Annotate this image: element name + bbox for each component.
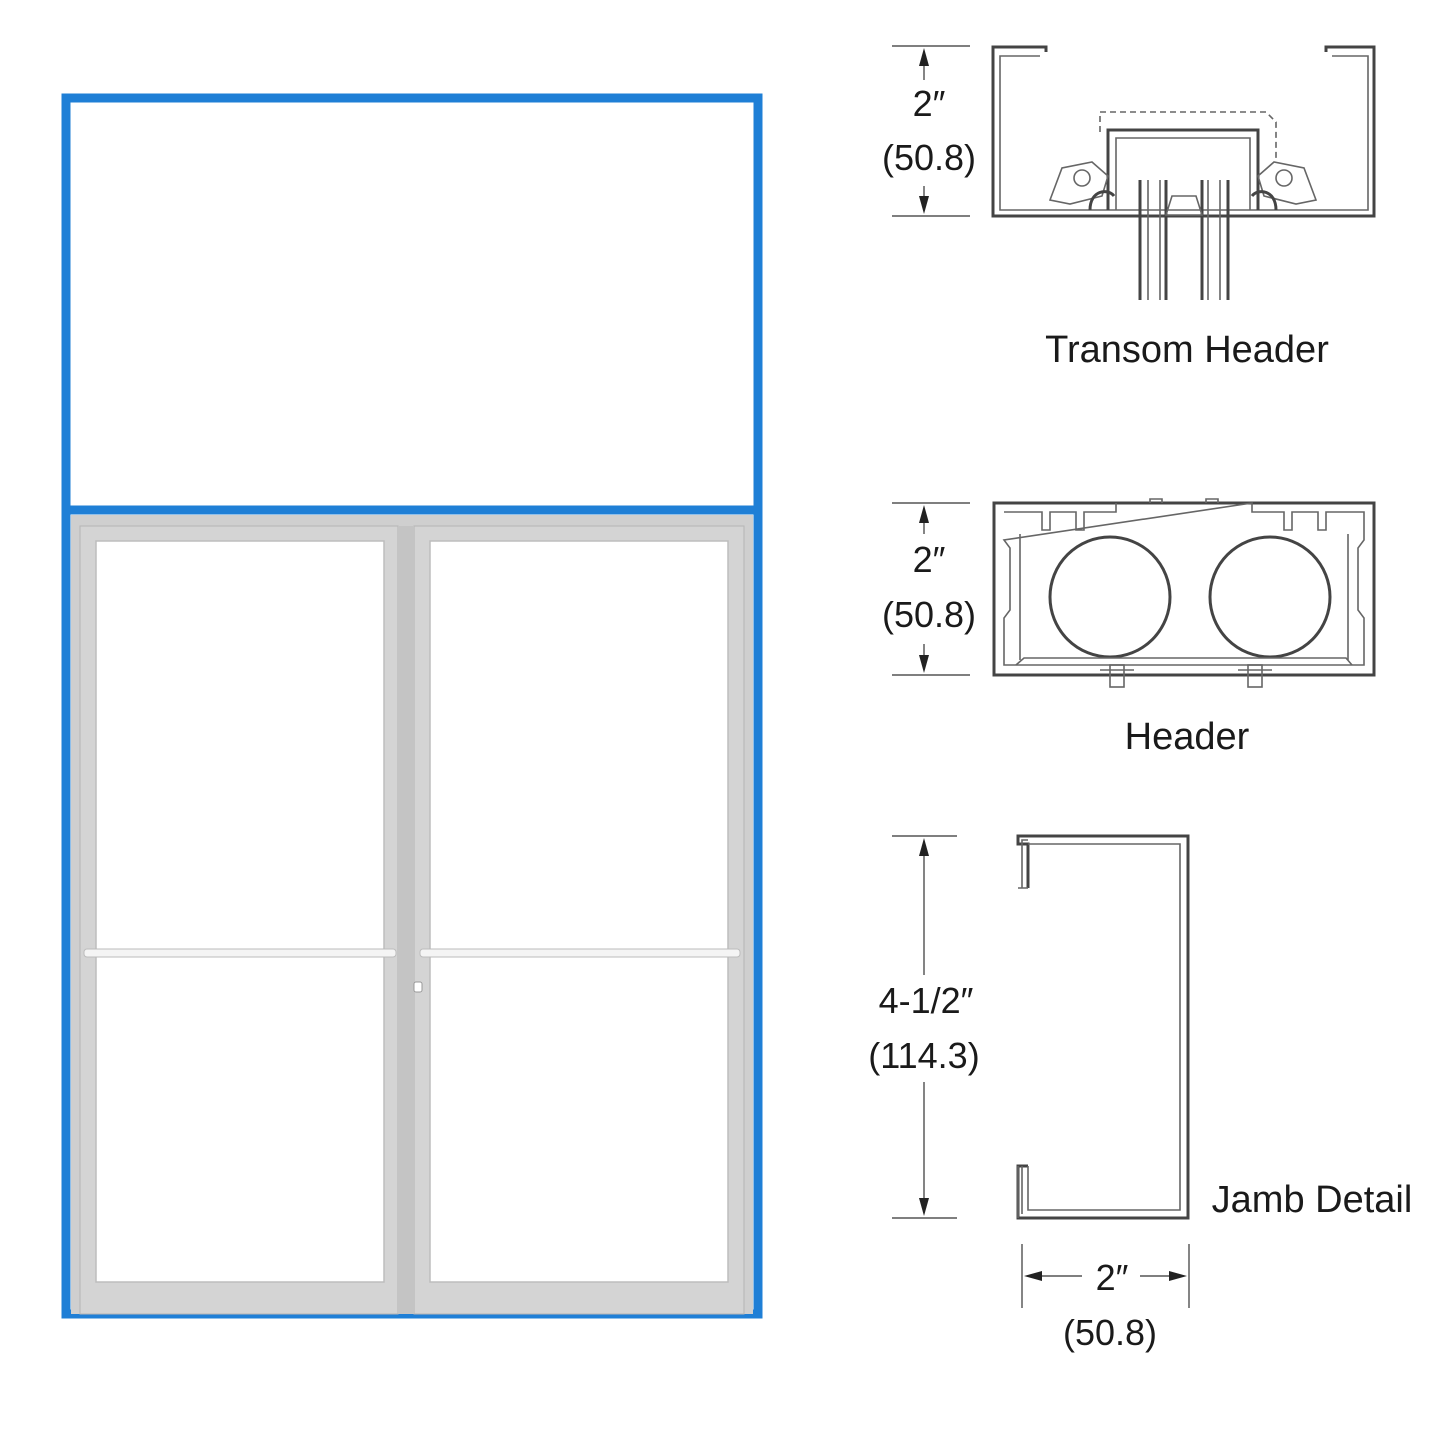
transom-header-detail: 2″ (50.8) Transom Header <box>882 45 1376 371</box>
header-dim-metric: (50.8) <box>882 594 976 635</box>
transom-header-caption: Transom Header <box>1045 329 1329 371</box>
meeting-stile <box>398 526 414 1314</box>
header-detail: 2″ (50.8) Header <box>882 498 1376 758</box>
transom-header-dim-imperial: 2″ <box>913 83 946 124</box>
left-push-bar <box>83 948 397 958</box>
left-door-glass <box>95 540 385 1283</box>
right-door-glass <box>429 540 729 1283</box>
jamb-depth-imperial: 4-1/2″ <box>879 980 974 1021</box>
transom-header-dim-metric: (50.8) <box>882 137 976 178</box>
jamb-width-metric: (50.8) <box>1063 1312 1157 1353</box>
jamb-detail: 4-1/2″ (114.3) 2″ (50.8) Jamb Detail <box>868 834 1413 1353</box>
lock-cylinder <box>413 981 423 993</box>
header-dim-imperial: 2″ <box>913 539 946 580</box>
jamb-detail-caption: Jamb Detail <box>1212 1179 1413 1221</box>
right-push-bar <box>419 948 741 958</box>
header-caption: Header <box>1125 716 1250 758</box>
jamb-width-imperial: 2″ <box>1096 1257 1129 1298</box>
transom-glass <box>72 104 752 504</box>
door-elevation <box>61 93 763 1319</box>
jamb-depth-metric: (114.3) <box>868 1035 979 1076</box>
